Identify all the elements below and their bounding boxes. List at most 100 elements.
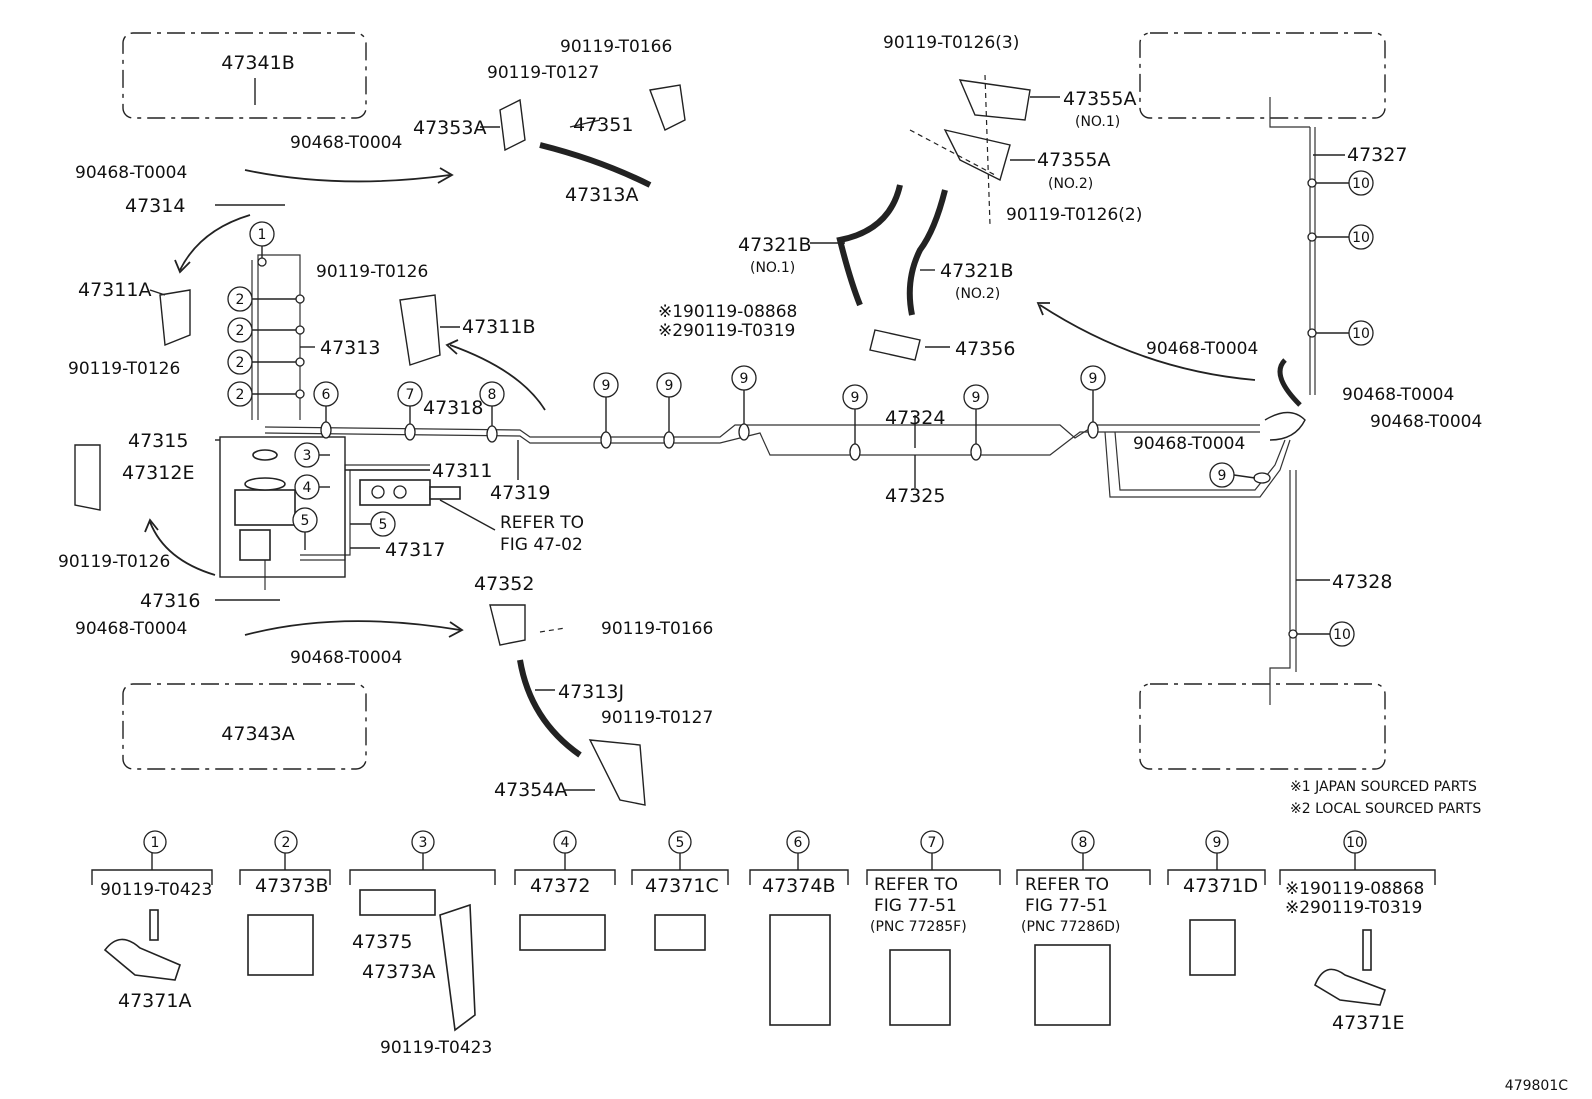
clamp-9a: 9	[602, 378, 611, 394]
label-s1-90119-08868-a: ※190119-08868	[658, 302, 797, 322]
legend-part-sketches	[103, 889, 1387, 1032]
legend-num-5: 5	[676, 835, 685, 851]
label-90468-T0004-b: 90468-T0004	[75, 163, 187, 183]
label-47353A: 47353A	[413, 117, 486, 139]
label-90468-T0004-e: 90468-T0004	[1146, 339, 1258, 359]
legend-1-line-1: 90119-T0423	[100, 880, 212, 900]
label-47351: 47351	[573, 114, 633, 136]
legend-num-4: 4	[561, 835, 570, 851]
label-90468-T0004-g: 90468-T0004	[1370, 412, 1482, 432]
clamp-10d: 10	[1333, 627, 1351, 643]
legend-num-7: 7	[928, 835, 937, 851]
legend-3-line-2: 47373A	[362, 961, 435, 983]
label-47321B-no2: 47321B	[940, 260, 1013, 282]
legend-3-line-1: 47375	[352, 931, 412, 953]
clamp-6: 6	[322, 387, 331, 403]
label-90468-T0004-f: 90468-T0004	[1342, 385, 1454, 405]
label-47313J: 47313J	[558, 681, 624, 703]
label-47355A-no1: 47355A	[1063, 88, 1136, 110]
front-right-zone-box	[1139, 32, 1386, 119]
clamp-10b: 10	[1352, 230, 1370, 246]
label-90119-T0126-b: 90119-T0126	[58, 552, 170, 572]
label-47318: 47318	[423, 397, 483, 419]
label-47352: 47352	[474, 573, 534, 595]
legend-2-line-1: 47373B	[255, 875, 328, 897]
clamp-10c: 10	[1352, 326, 1370, 342]
label-47343A: 47343A	[221, 723, 294, 745]
clamp-8: 8	[488, 387, 497, 403]
label-47319: 47319	[490, 482, 550, 504]
label-47316: 47316	[140, 590, 200, 612]
rear-left-zone-box	[122, 683, 367, 770]
label-47327: 47327	[1347, 144, 1407, 166]
legend-num-2: 2	[282, 835, 291, 851]
label-no1-a: (NO.1)	[1075, 114, 1120, 130]
label-90119-T0126-a: 90119-T0126	[68, 359, 180, 379]
clamp-1: 1	[258, 227, 267, 243]
label-no1-b: (NO.1)	[750, 260, 795, 276]
clamp-10a: 10	[1352, 176, 1370, 192]
clamp-5a: 5	[301, 513, 310, 529]
label-90468-T0004-c: 90468-T0004	[75, 619, 187, 639]
clamp-2d: 2	[236, 387, 245, 403]
label-90119-T0126-c: 90119-T0126	[316, 262, 428, 282]
label-90119-T0166-a: 90119-T0166	[560, 37, 672, 57]
label-47313A: 47313A	[565, 184, 638, 206]
legend-8-line-1: REFER TO	[1025, 875, 1109, 895]
label-90119-T0127-a: 90119-T0127	[487, 63, 599, 83]
note-japan-sourced: ※1 JAPAN SOURCED PARTS	[1290, 779, 1477, 795]
clamp-4: 4	[303, 480, 312, 496]
label-47311: 47311	[432, 460, 492, 482]
label-90119-T0127-b: 90119-T0127	[601, 708, 713, 728]
label-47321B-no1: 47321B	[738, 234, 811, 256]
figure-code: 479801C	[1505, 1078, 1568, 1094]
legend-7-line-1: REFER TO	[874, 875, 958, 895]
clamp-9b: 9	[665, 378, 674, 394]
clamp-2a: 2	[236, 292, 245, 308]
label-47355A-no2: 47355A	[1037, 149, 1110, 171]
label-90468-T0004-d: 90468-T0004	[290, 648, 402, 668]
rear-right-zone-box	[1139, 683, 1386, 770]
legend-9-line-1: 47371D	[1183, 875, 1258, 897]
part-labels: 47341B 47343A 90468-T0004 90468-T0004 47…	[58, 33, 1482, 801]
label-90468-T0004-a: 90468-T0004	[290, 133, 402, 153]
label-47311B: 47311B	[462, 316, 535, 338]
clamp-5b: 5	[379, 517, 388, 533]
label-47312E: 47312E	[122, 462, 194, 484]
legend-num-8: 8	[1079, 835, 1088, 851]
legend-4-line-1: 47372	[530, 875, 590, 897]
clamp-3: 3	[303, 448, 312, 464]
legend-num-10: 10	[1346, 835, 1364, 851]
legend-brackets	[91, 852, 1436, 885]
label-47315: 47315	[128, 430, 188, 452]
label-no2-b: (NO.2)	[955, 286, 1000, 302]
label-47325: 47325	[885, 485, 945, 507]
clamp-9c: 9	[740, 371, 749, 387]
label-90119-T0126-3: 90119-T0126(3)	[883, 33, 1019, 53]
legend-num-6: 6	[794, 835, 803, 851]
legend-3-line-3: 90119-T0423	[380, 1038, 492, 1058]
label-47317: 47317	[385, 539, 445, 561]
hoses-and-brackets	[74, 74, 1306, 806]
label-47356: 47356	[955, 338, 1015, 360]
legend-8-line-3: (PNC 77286D)	[1021, 919, 1120, 935]
label-90119-T0126-2: 90119-T0126(2)	[1006, 205, 1142, 225]
label-90468-T0004-h: 90468-T0004	[1133, 434, 1245, 454]
label-47341B: 47341B	[221, 52, 294, 74]
label-47314: 47314	[125, 195, 185, 217]
leader-lines	[149, 78, 1345, 791]
legend-num-3: 3	[419, 835, 428, 851]
clamp-9g: 9	[1218, 468, 1227, 484]
legend-num-1: 1	[151, 835, 160, 851]
label-47354A: 47354A	[494, 779, 567, 801]
note-local-sourced: ※2 LOCAL SOURCED PARTS	[1290, 801, 1481, 817]
legend-7-line-2: FIG 77-51	[874, 896, 957, 916]
clamp-7: 7	[406, 387, 415, 403]
legend-8-line-2: FIG 77-51	[1025, 896, 1108, 916]
legend-5-line-1: 47371C	[645, 875, 719, 897]
front-left-zone-box	[122, 32, 367, 119]
abs-actuator-assembly	[219, 436, 461, 578]
label-47313: 47313	[320, 337, 380, 359]
legend: 1 90119-T0423 47371A 2 47373B 3 47375 47…	[100, 830, 1424, 1058]
clamp-2b: 2	[236, 323, 245, 339]
